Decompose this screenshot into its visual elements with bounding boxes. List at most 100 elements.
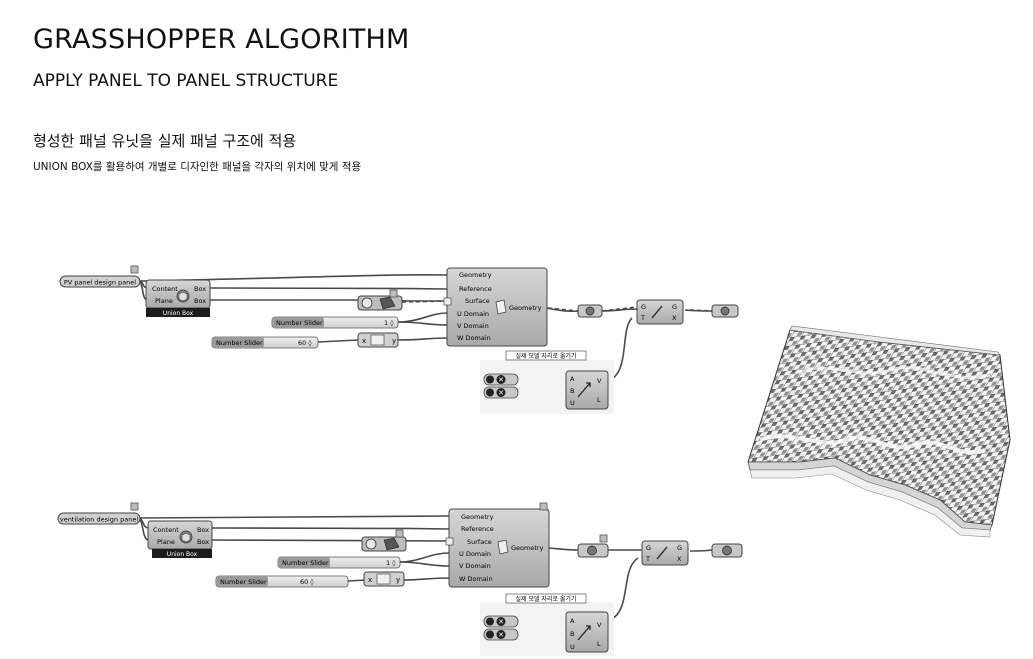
wires — [139, 515, 713, 635]
graph-1: PV panel design panel Content Plane Box … — [59, 265, 739, 414]
input-plane: Plane — [155, 297, 173, 305]
input-u-domain: U Domain — [459, 550, 491, 558]
hexagon-icon — [585, 306, 595, 316]
input-u-domain: U Domain — [457, 310, 489, 318]
point-param-b[interactable]: ✕ — [483, 386, 519, 399]
number-slider-1[interactable]: Number Slider 1 ◊ — [277, 556, 401, 569]
input-u: U — [570, 643, 575, 651]
slider-value: 1 ◊ — [384, 319, 394, 327]
point-param-a[interactable]: ✕ — [483, 615, 519, 628]
input-a: A — [570, 617, 575, 625]
move-component[interactable]: G T G X — [636, 299, 684, 325]
component-name: Union Box — [167, 551, 198, 558]
number-slider-2[interactable]: Number Slider 60 ◊ — [215, 575, 349, 588]
input-geometry: Geometry — [459, 271, 492, 279]
page-title: GRASSHOPPER ALGORITHM — [33, 24, 410, 55]
input-w-domain: W Domain — [457, 334, 491, 342]
union-box-component[interactable]: Content Plane Box Box Union Box — [147, 520, 213, 558]
section-description: UNION BOX를 활용하여 개별로 디자인한 패널을 각자의 위치에 맞게 … — [33, 161, 362, 173]
box-morph-component[interactable]: Geometry Reference Surface U Domain V Do… — [445, 502, 550, 588]
pin-icon — [130, 502, 139, 511]
output-box: Box — [197, 526, 209, 534]
output-l: L — [597, 640, 601, 648]
group-move-to-position[interactable]: 실제 모델 자리로 옮기기 ✕ ✕ A B U V L — [480, 350, 614, 414]
input-reference: Reference — [461, 525, 494, 533]
input-t: T — [640, 314, 645, 322]
x-glyph: ✕ — [498, 631, 504, 639]
point-param-b[interactable]: ✕ — [483, 628, 519, 641]
input-content: Content — [153, 526, 179, 534]
input-g: G — [646, 544, 651, 552]
expression-component[interactable]: x y — [357, 332, 399, 348]
input-g: G — [641, 303, 646, 311]
morph-icon — [497, 539, 509, 555]
output-param[interactable] — [711, 304, 739, 318]
output-v: V — [597, 377, 602, 385]
slider-value: 1 ◊ — [386, 559, 396, 567]
expr-output: y — [396, 576, 400, 584]
param-label: PV panel design panel — [64, 279, 136, 287]
geometry-param[interactable] — [577, 534, 609, 558]
output-box: Box — [197, 538, 209, 546]
param-ventilation-panel[interactable]: ventilation design panel — [57, 502, 141, 525]
surface-flag-icon — [445, 537, 454, 546]
expression-component[interactable]: x y — [363, 571, 405, 587]
param-pv-panel[interactable]: PV panel design panel — [59, 265, 141, 288]
cube-icon — [176, 289, 190, 303]
hexagon-icon — [720, 306, 730, 316]
x-circle-icon — [496, 388, 506, 397]
box-morph-component[interactable]: Geometry Reference Surface U Domain V Do… — [443, 267, 548, 347]
component-name: Union Box — [163, 310, 194, 317]
arrow-vector-icon — [577, 625, 591, 641]
input-w-domain: W Domain — [459, 575, 493, 583]
x-circle-icon — [496, 630, 506, 639]
surface-param[interactable] — [357, 289, 403, 311]
page-subtitle: APPLY PANEL TO PANEL STRUCTURE — [33, 71, 339, 91]
expr-output: y — [392, 337, 396, 345]
number-slider-1[interactable]: Number Slider 1 ◊ — [271, 316, 399, 329]
input-v-domain: V Domain — [457, 322, 489, 330]
union-box-component[interactable]: Content Plane Box Box Union Box — [145, 279, 211, 317]
output-l: L — [597, 396, 601, 404]
slider-label: Number Slider — [220, 578, 267, 586]
surface-param[interactable] — [361, 529, 407, 552]
hexagon-icon — [383, 537, 400, 551]
point-param-a[interactable]: ✕ — [483, 373, 519, 386]
move-component[interactable]: G T G X — [641, 540, 689, 566]
slider-value: 60 ◊ — [298, 339, 312, 347]
hexagon-icon — [379, 296, 396, 310]
output-x: X — [672, 314, 677, 322]
group-move-to-position[interactable]: 실제 모델 자리로 옮기기 ✕ ✕ A B U V L — [480, 593, 614, 656]
arrow-vector-icon — [577, 382, 591, 398]
output-x: X — [677, 555, 682, 563]
input-content: Content — [152, 285, 178, 293]
cube-icon — [179, 530, 193, 544]
slider-value: 60 ◊ — [300, 578, 314, 586]
hexagon-icon — [587, 545, 597, 556]
input-b: B — [570, 630, 574, 638]
input-reference: Reference — [459, 285, 492, 293]
number-slider-2[interactable]: Number Slider 60 ◊ — [211, 336, 319, 349]
wire-icon — [651, 305, 663, 319]
vector-2pt-component[interactable]: A B U V L — [565, 611, 609, 653]
vector-2pt-component[interactable]: A B U V L — [565, 370, 609, 410]
input-u: U — [570, 399, 575, 407]
param-label: ventilation design panel — [60, 516, 138, 524]
input-surface: Surface — [465, 297, 490, 305]
geometry-param[interactable] — [577, 304, 603, 318]
group-label: 실제 모델 자리로 옮기기 — [516, 352, 577, 360]
section-heading: 형성한 패널 유닛을 실제 패널 구조에 적용 — [33, 132, 297, 150]
slider-label: Number Slider — [282, 559, 329, 567]
output-box: Box — [194, 285, 206, 293]
output-box: Box — [194, 297, 206, 305]
expr-input: x — [362, 337, 366, 345]
input-b: B — [570, 387, 574, 395]
group-label: 실제 모델 자리로 옮기기 — [516, 595, 577, 603]
input-geometry: Geometry — [461, 513, 494, 521]
graph-2: ventilation design panel Content Plane B… — [57, 502, 743, 656]
slider-label: Number Slider — [216, 339, 263, 347]
slider-label: Number Slider — [276, 319, 323, 327]
input-t: T — [645, 555, 650, 563]
output-param[interactable] — [711, 543, 743, 558]
